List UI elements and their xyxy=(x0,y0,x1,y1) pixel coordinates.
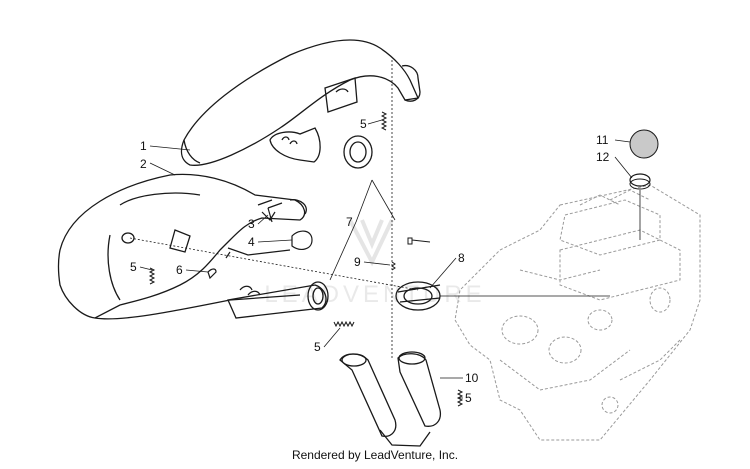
callout-8: 8 xyxy=(458,251,465,265)
callout-5a: 5 xyxy=(130,260,137,274)
leader-lines xyxy=(129,60,641,399)
callout-11: 11 xyxy=(596,133,609,147)
callout-2: 2 xyxy=(140,157,147,171)
engine-block xyxy=(454,184,701,441)
expansion-chamber-upper xyxy=(180,39,421,169)
callout-12: 12 xyxy=(596,150,610,164)
callout-3: 3 xyxy=(248,217,255,231)
callout-5d: 5 xyxy=(465,391,472,405)
sensor-and-clamp xyxy=(207,207,313,280)
callout-labels: 1 2 3 4 5 6 5 7 9 8 5 10 5 11 12 xyxy=(130,117,610,405)
watermark-text: LEADVENTURE xyxy=(264,281,485,308)
callout-5c: 5 xyxy=(314,340,321,354)
callout-10: 10 xyxy=(465,371,479,385)
callout-4: 4 xyxy=(248,235,255,249)
callout-7: 7 xyxy=(346,215,353,229)
callout-9: 9 xyxy=(354,255,361,269)
bolt xyxy=(407,237,431,245)
expansion-chamber-lower xyxy=(57,173,329,320)
silencer-y-pipe xyxy=(339,351,442,447)
springs xyxy=(148,111,464,407)
callout-5b: 5 xyxy=(360,117,367,131)
callout-6: 6 xyxy=(176,263,183,277)
cap-assembly xyxy=(629,129,659,190)
callout-1: 1 xyxy=(140,139,147,153)
footer-credit: Rendered by LeadVenture, Inc. xyxy=(291,448,459,462)
watermark: LEADVENTURE xyxy=(264,219,485,308)
